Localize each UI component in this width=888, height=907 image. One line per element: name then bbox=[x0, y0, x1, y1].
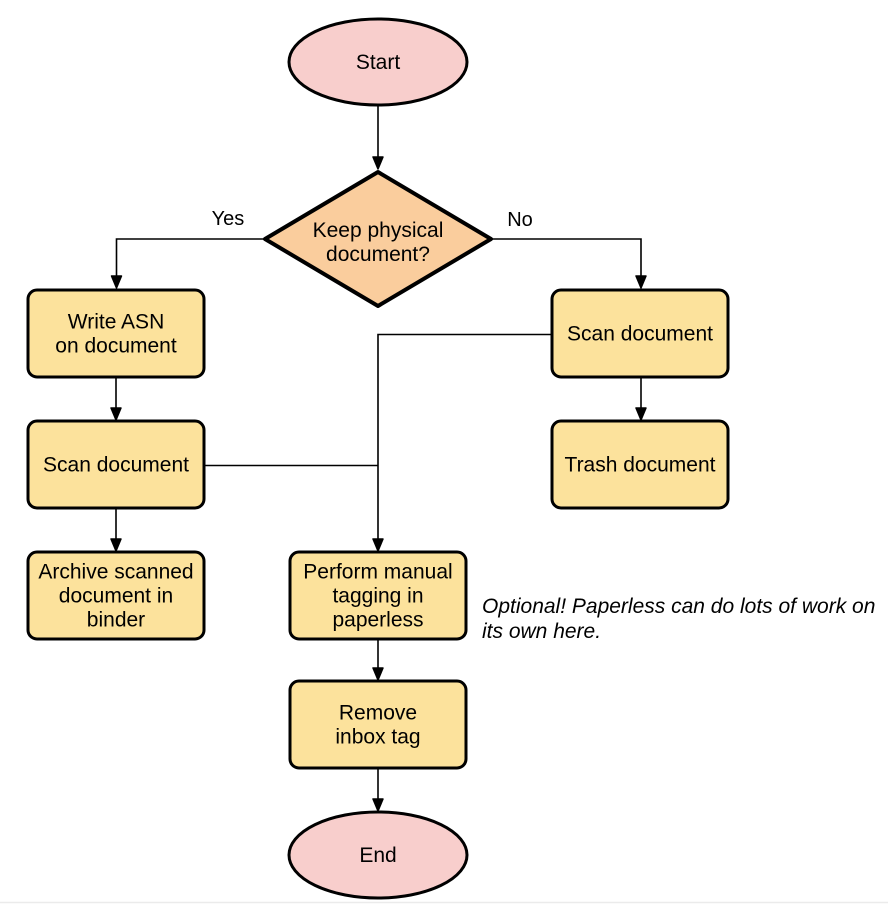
scan-left-label: Scan document bbox=[43, 454, 189, 477]
remove-inbox-box bbox=[288, 679, 468, 770]
start-ellipse bbox=[287, 17, 469, 107]
annotation-note: Optional! Paperless can do lots of work … bbox=[482, 595, 875, 643]
edge-decision-no bbox=[490, 238, 647, 289]
write-asn-label-line1: Write ASN bbox=[68, 311, 164, 334]
edge-decision-yes bbox=[110, 238, 266, 289]
archive-box bbox=[26, 550, 206, 641]
scan-left-node: Scan document bbox=[26, 419, 206, 510]
end-label: End bbox=[359, 844, 396, 867]
write-asn-label-line2: on document bbox=[55, 335, 177, 358]
end-node: End bbox=[287, 810, 469, 900]
annotation-line1: Optional! Paperless can do lots of work … bbox=[482, 595, 875, 618]
remove-inbox-label-line1: Remove bbox=[339, 702, 417, 725]
write-asn-box bbox=[26, 288, 206, 379]
scan-right-node: Scan document bbox=[550, 288, 730, 379]
tagging-label-line1: Perform manual bbox=[303, 561, 452, 584]
decision-label-line2: document? bbox=[326, 243, 430, 266]
trash-node: Trash document bbox=[550, 419, 730, 510]
decision-label-line1: Keep physical bbox=[313, 219, 444, 242]
edge-scanright-to-tagging bbox=[372, 333, 552, 552]
tagging-label-line2: tagging in bbox=[332, 585, 423, 608]
edge-label-yes: Yes bbox=[212, 208, 245, 230]
scan-left-box bbox=[26, 419, 206, 510]
archive-label-line2: document in bbox=[59, 585, 173, 608]
start-label: Start bbox=[356, 51, 401, 74]
archive-label-line3: binder bbox=[87, 609, 145, 632]
trash-box bbox=[550, 419, 730, 510]
annotation-line2: its own here. bbox=[482, 620, 601, 643]
trash-label: Trash document bbox=[565, 454, 716, 477]
remove-inbox-node: Remove inbox tag bbox=[288, 679, 468, 770]
remove-inbox-label-line2: inbox tag bbox=[335, 726, 420, 749]
decision-node: Keep physical document? bbox=[263, 170, 493, 308]
scan-right-label: Scan document bbox=[567, 323, 713, 346]
tagging-box bbox=[288, 550, 468, 641]
end-ellipse bbox=[287, 810, 469, 900]
write-asn-node: Write ASN on document bbox=[26, 288, 206, 379]
scan-right-box bbox=[550, 288, 730, 379]
tagging-label-line3: paperless bbox=[332, 609, 423, 632]
edge-label-no: No bbox=[507, 209, 533, 231]
start-node: Start bbox=[287, 17, 469, 107]
tagging-node: Perform manual tagging in paperless bbox=[288, 550, 468, 641]
archive-label-line1: Archive scanned bbox=[38, 561, 193, 584]
archive-node: Archive scanned document in binder bbox=[26, 550, 206, 641]
decision-diamond bbox=[263, 170, 493, 308]
